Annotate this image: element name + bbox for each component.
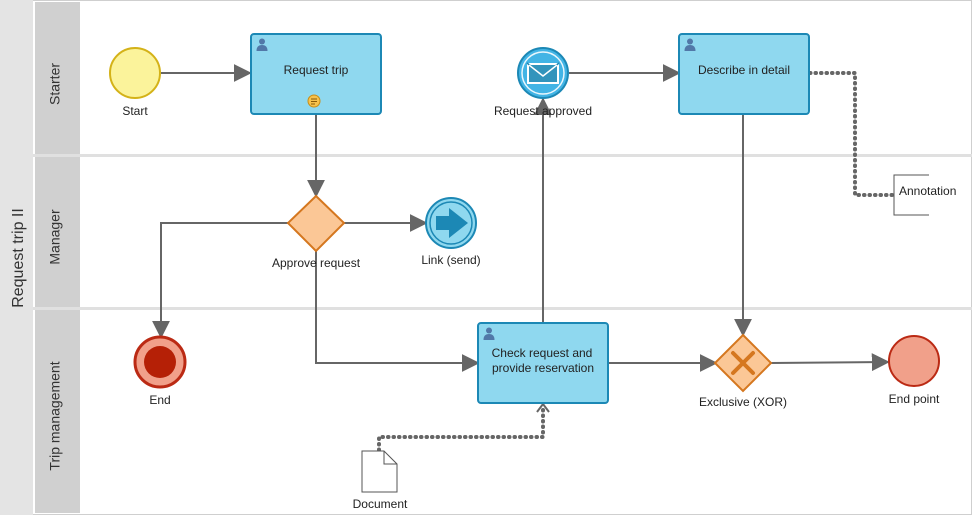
flow-exclusive-to-end-point[interactable] bbox=[770, 353, 890, 372]
sequence-flows bbox=[152, 64, 890, 372]
link-event-send[interactable]: Link (send) bbox=[421, 197, 481, 267]
flow-approve-to-check[interactable] bbox=[315, 251, 480, 372]
lane-label-manager: Manager bbox=[47, 209, 63, 265]
gateway-approve-label: Approve request bbox=[272, 256, 361, 270]
start-event[interactable]: Start bbox=[109, 47, 161, 118]
lane-label-trip-management: Trip management bbox=[47, 361, 63, 470]
document-label: Document bbox=[353, 497, 408, 511]
pool-label: Request trip II bbox=[10, 208, 27, 308]
gateway-exclusive[interactable]: Exclusive (XOR) bbox=[699, 333, 787, 409]
lane-header-manager bbox=[35, 157, 80, 307]
lane-trip-management: Trip management bbox=[35, 310, 80, 513]
end-point-label: End point bbox=[889, 392, 940, 406]
flow-approve-to-end[interactable] bbox=[152, 222, 288, 339]
gateway-exclusive-label: Exclusive (XOR) bbox=[699, 395, 787, 409]
link-event-label: Link (send) bbox=[421, 253, 480, 267]
lane-header-trip-management bbox=[35, 310, 80, 513]
task-check-label-line2: provide reservation bbox=[492, 361, 594, 375]
lane-starter: Starter bbox=[33, 2, 972, 157]
form-icon bbox=[307, 94, 321, 108]
envelope-icon bbox=[526, 62, 560, 84]
message-event-request-approved[interactable]: Request approved bbox=[494, 47, 592, 118]
task-request-trip[interactable]: Request trip bbox=[250, 33, 382, 115]
pool-header bbox=[0, 0, 33, 515]
message-event-label: Request approved bbox=[494, 104, 592, 118]
task-check-label-line1: Check request and bbox=[492, 346, 593, 360]
task-describe-in-detail[interactable]: Describe in detail bbox=[678, 33, 810, 115]
document-icon bbox=[361, 450, 398, 493]
end-event-label: End bbox=[149, 393, 170, 407]
gateway-approve-request[interactable]: Approve request bbox=[272, 194, 361, 270]
task-check-request[interactable]: Check request and provide reservation bbox=[477, 322, 609, 404]
associations bbox=[377, 71, 895, 452]
lane-manager: Manager bbox=[33, 157, 972, 310]
task-describe-label: Describe in detail bbox=[698, 63, 790, 77]
text-annotation[interactable]: Annotation bbox=[893, 174, 956, 216]
start-event-label: Start bbox=[122, 104, 148, 118]
terminate-end-event[interactable]: End bbox=[133, 335, 187, 407]
annotation-label: Annotation bbox=[899, 184, 956, 198]
association-describe-to-annotation[interactable] bbox=[808, 71, 895, 197]
data-object-document[interactable]: Document bbox=[353, 450, 408, 511]
arrow-right-icon bbox=[436, 208, 468, 238]
x-icon bbox=[731, 351, 755, 375]
end-event-end-point[interactable]: End point bbox=[888, 335, 940, 406]
lane-header-starter bbox=[35, 2, 80, 154]
association-document-to-check[interactable] bbox=[377, 404, 545, 452]
terminate-icon bbox=[144, 346, 176, 378]
task-request-trip-label: Request trip bbox=[284, 63, 349, 77]
lane-label-starter: Starter bbox=[47, 63, 63, 105]
